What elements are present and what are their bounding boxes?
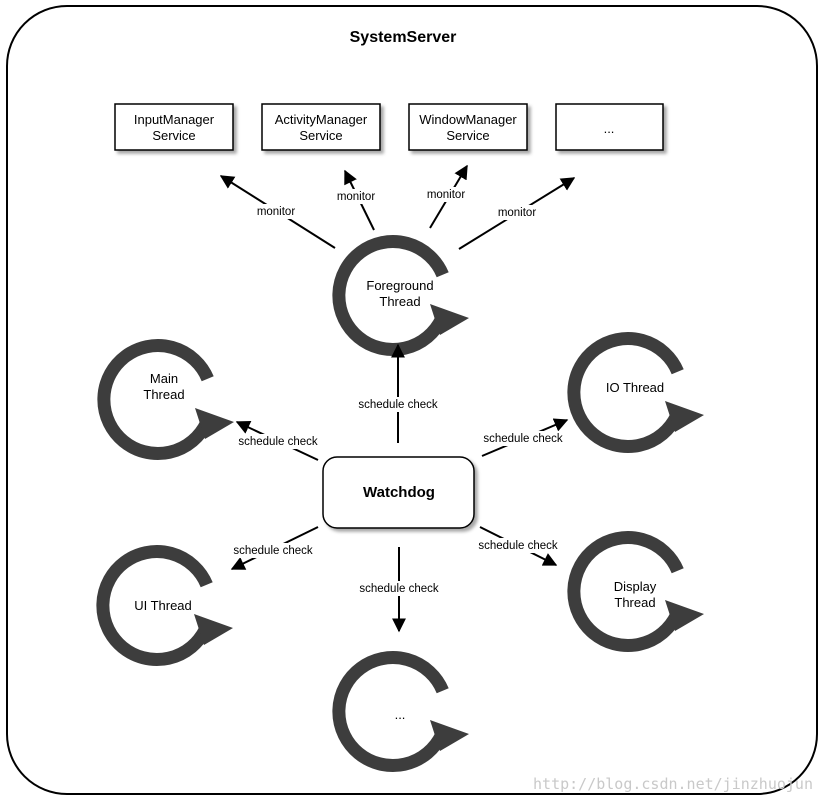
service-label: Service — [446, 128, 489, 143]
service-label: Service — [299, 128, 342, 143]
schedule-label: schedule check — [238, 436, 318, 448]
thread-loop-arrowhead — [430, 304, 469, 335]
monitor-label: monitor — [257, 206, 296, 218]
service-label: Service — [152, 128, 195, 143]
thread-loop-arrowhead — [665, 401, 704, 432]
service-more: ... — [555, 103, 664, 151]
schedule-label: schedule check — [233, 545, 313, 557]
thread-display: Display Thread — [567, 531, 704, 653]
watermark: http://blog.csdn.net/jinzhuojun — [533, 775, 813, 793]
service-label: ... — [604, 121, 615, 136]
schedule-label: schedule check — [478, 540, 558, 552]
service-input-manager: InputManager Service — [114, 103, 234, 151]
thread-ui: UI Thread — [96, 545, 233, 667]
thread-label: Thread — [143, 387, 184, 402]
thread-loop-icon — [567, 332, 684, 454]
service-label: WindowManager — [419, 112, 517, 127]
monitor-labels: monitor monitor monitor monitor — [250, 187, 543, 220]
monitor-label: monitor — [427, 189, 466, 201]
thread-loop-arrowhead — [195, 408, 234, 439]
thread-label: Display — [614, 579, 657, 594]
service-label: InputManager — [134, 112, 215, 127]
watchdog-label: Watchdog — [363, 484, 435, 501]
systemserver-title: SystemServer — [350, 29, 457, 46]
thread-loop-icon — [97, 339, 214, 461]
thread-loop-icon — [567, 531, 684, 653]
thread-loop-icon — [332, 651, 449, 773]
service-window-manager: WindowManager Service — [408, 103, 528, 151]
thread-label: Foreground — [366, 278, 433, 293]
thread-label: IO Thread — [606, 380, 664, 395]
thread-main: Main Thread — [97, 339, 234, 461]
thread-label: ... — [395, 707, 406, 722]
monitor-label: monitor — [498, 207, 537, 219]
thread-label: UI Thread — [134, 598, 192, 613]
thread-foreground: Foreground Thread — [332, 235, 469, 357]
thread-io: IO Thread — [567, 332, 704, 454]
thread-more: ... — [332, 651, 469, 773]
monitor-label: monitor — [337, 191, 376, 203]
thread-loop-arrowhead — [430, 720, 469, 751]
thread-label: Thread — [379, 294, 420, 309]
schedule-label: schedule check — [358, 399, 438, 411]
thread-loop-icon — [332, 235, 449, 357]
thread-loop-arrowhead — [665, 600, 704, 631]
service-activity-manager: ActivityManager Service — [261, 103, 381, 151]
thread-label: Thread — [614, 595, 655, 610]
thread-label: Main — [150, 371, 178, 386]
watchdog-node: Watchdog — [322, 456, 475, 529]
thread-loop-arrowhead — [194, 614, 233, 645]
schedule-label: schedule check — [483, 433, 563, 445]
thread-loop-icon — [96, 545, 213, 667]
schedule-label: schedule check — [359, 583, 439, 595]
service-label: ActivityManager — [275, 112, 368, 127]
schedule-labels: schedule check schedule check schedule c… — [229, 397, 567, 596]
